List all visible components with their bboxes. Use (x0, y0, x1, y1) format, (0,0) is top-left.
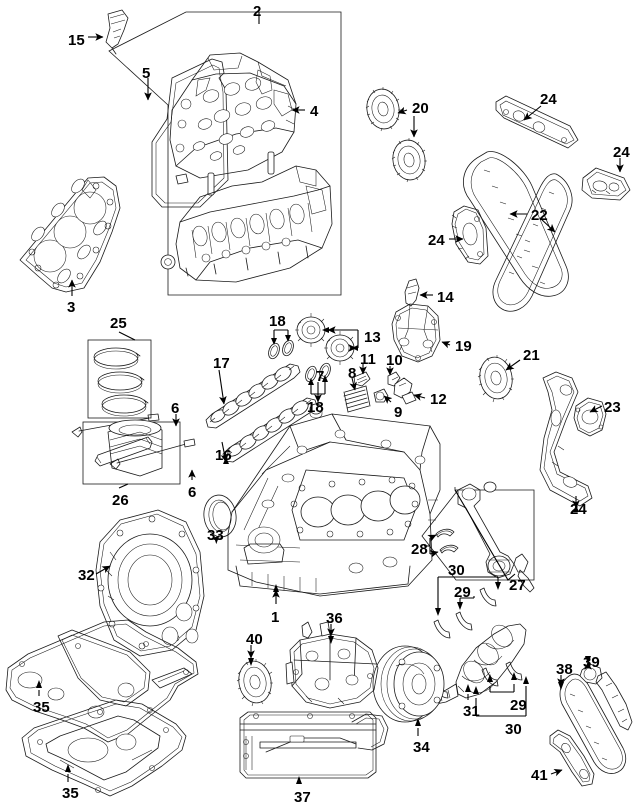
part-15-camshaft-position-sensor (105, 9, 129, 55)
callout-6-b[interactable]: 6 (188, 484, 197, 501)
part-13-camshaft-adjusters (295, 313, 356, 365)
part-26-piston-and-pin (82, 419, 181, 485)
callout-24-c[interactable]: 24 (428, 232, 445, 249)
callout-24-a[interactable]: 24 (540, 91, 557, 108)
callout-6-a[interactable]: 6 (171, 400, 180, 417)
callout-24-b[interactable]: 24 (613, 144, 630, 161)
part-35-oil-pan-upper (5, 619, 199, 743)
callout-29-a[interactable]: 29 (454, 584, 471, 601)
callout-40[interactable]: 40 (246, 631, 263, 648)
callout-36[interactable]: 36 (326, 610, 343, 627)
part-8-valve-spring (343, 385, 371, 413)
part-18-camshaft-seals (268, 339, 331, 383)
callout-13[interactable]: 13 (364, 329, 381, 346)
callout-4[interactable]: 4 (310, 103, 319, 120)
part-19-timing-cover (391, 303, 441, 363)
part-17-intake-camshaft (205, 363, 301, 429)
group-box-2 (108, 11, 342, 296)
callout-11[interactable]: 11 (360, 351, 376, 368)
part-24-chain-guide-c (451, 205, 489, 265)
part-3-head-gasket (19, 176, 121, 293)
part-20-camshaft-sprockets (365, 87, 427, 183)
callout-23[interactable]: 23 (604, 399, 621, 416)
part-27-connecting-rod (421, 481, 535, 593)
callout-41[interactable]: 41 (531, 767, 548, 784)
leader-lines (36, 12, 624, 784)
callout-27[interactable]: 27 (509, 577, 526, 594)
part-14-dowel-pin (404, 278, 420, 307)
part-24-chain-rail-d (539, 371, 593, 507)
part-32-engine-rear-cover (95, 509, 205, 657)
part-21-oil-pump-sprocket (477, 355, 514, 403)
callout-31[interactable]: 31 (463, 703, 480, 720)
part-7-valve-lifter (309, 403, 323, 419)
callout-28[interactable]: 28 (411, 541, 428, 558)
part-39-chain-tensioner-arm (579, 663, 633, 731)
callout-29-b[interactable]: 29 (510, 697, 527, 714)
callout-30-a[interactable]: 30 (448, 562, 465, 579)
callout-15[interactable]: 15 (68, 32, 85, 49)
part-28-connecting-rod-bearings (435, 528, 459, 554)
part-9-oil-spray-jet (373, 388, 389, 403)
callout-20[interactable]: 20 (412, 100, 429, 117)
callout-8[interactable]: 8 (348, 365, 357, 382)
callout-35-b[interactable]: 35 (62, 785, 79, 802)
callout-18-a[interactable]: 18 (269, 313, 286, 330)
callout-38[interactable]: 38 (556, 661, 573, 678)
part-33-crankshaft-seal (203, 494, 237, 538)
part-34-crankshaft-pulley (372, 645, 445, 723)
callout-14[interactable]: 14 (437, 289, 454, 306)
part-25-piston-rings (87, 339, 152, 419)
callout-3[interactable]: 3 (67, 299, 76, 316)
callout-10[interactable]: 10 (386, 352, 403, 369)
callout-1[interactable]: 1 (271, 609, 280, 626)
part-41-chain-guide-rail (549, 729, 595, 787)
part-12-bracket (393, 377, 417, 405)
part-1-engine-block (227, 413, 441, 597)
callout-25[interactable]: 25 (110, 315, 127, 332)
callout-33[interactable]: 33 (207, 527, 224, 544)
callout-7[interactable]: 7 (316, 368, 325, 385)
part-cylinder-head (175, 165, 333, 283)
callout-26[interactable]: 26 (112, 492, 129, 509)
part-24-chain-guide-b (581, 167, 631, 201)
callout-17[interactable]: 17 (213, 355, 230, 372)
callout-2[interactable]: 2 (253, 3, 262, 20)
part-16-exhaust-camshaft (222, 397, 318, 463)
part-22-timing-chain (463, 151, 573, 312)
callout-19[interactable]: 19 (455, 338, 472, 355)
callout-39[interactable]: 39 (583, 654, 600, 671)
part-38-oil-pump-chain (559, 673, 627, 774)
callout-30-b[interactable]: 30 (505, 721, 522, 738)
callout-32[interactable]: 32 (78, 567, 95, 584)
callout-35-a[interactable]: 35 (33, 699, 50, 716)
part-37-oil-cooler (239, 711, 389, 779)
callout-24-d[interactable]: 24 (570, 501, 587, 518)
part-4-valve-cover (151, 52, 297, 208)
callout-9[interactable]: 9 (394, 404, 403, 421)
part-40-crankshaft-sprocket (236, 659, 273, 707)
part-11-bolt (353, 371, 371, 387)
part-29-30-bearings (431, 587, 523, 699)
callout-21[interactable]: 21 (523, 347, 540, 364)
part-35-oil-pan-lower (21, 699, 187, 797)
part-36-oil-pump (285, 621, 379, 709)
callout-18-b[interactable]: 18 (307, 399, 324, 416)
callout-22[interactable]: 22 (531, 207, 548, 224)
callout-34[interactable]: 34 (413, 739, 430, 756)
part-24-chain-guide-a (495, 95, 579, 149)
part-23-chain-tensioner (573, 397, 607, 437)
callout-12[interactable]: 12 (430, 391, 447, 408)
misc-small-parts-upper (160, 151, 275, 270)
callout-37[interactable]: 37 (294, 789, 311, 806)
callout-16[interactable]: 16 (215, 447, 232, 464)
callout-5[interactable]: 5 (142, 65, 151, 82)
